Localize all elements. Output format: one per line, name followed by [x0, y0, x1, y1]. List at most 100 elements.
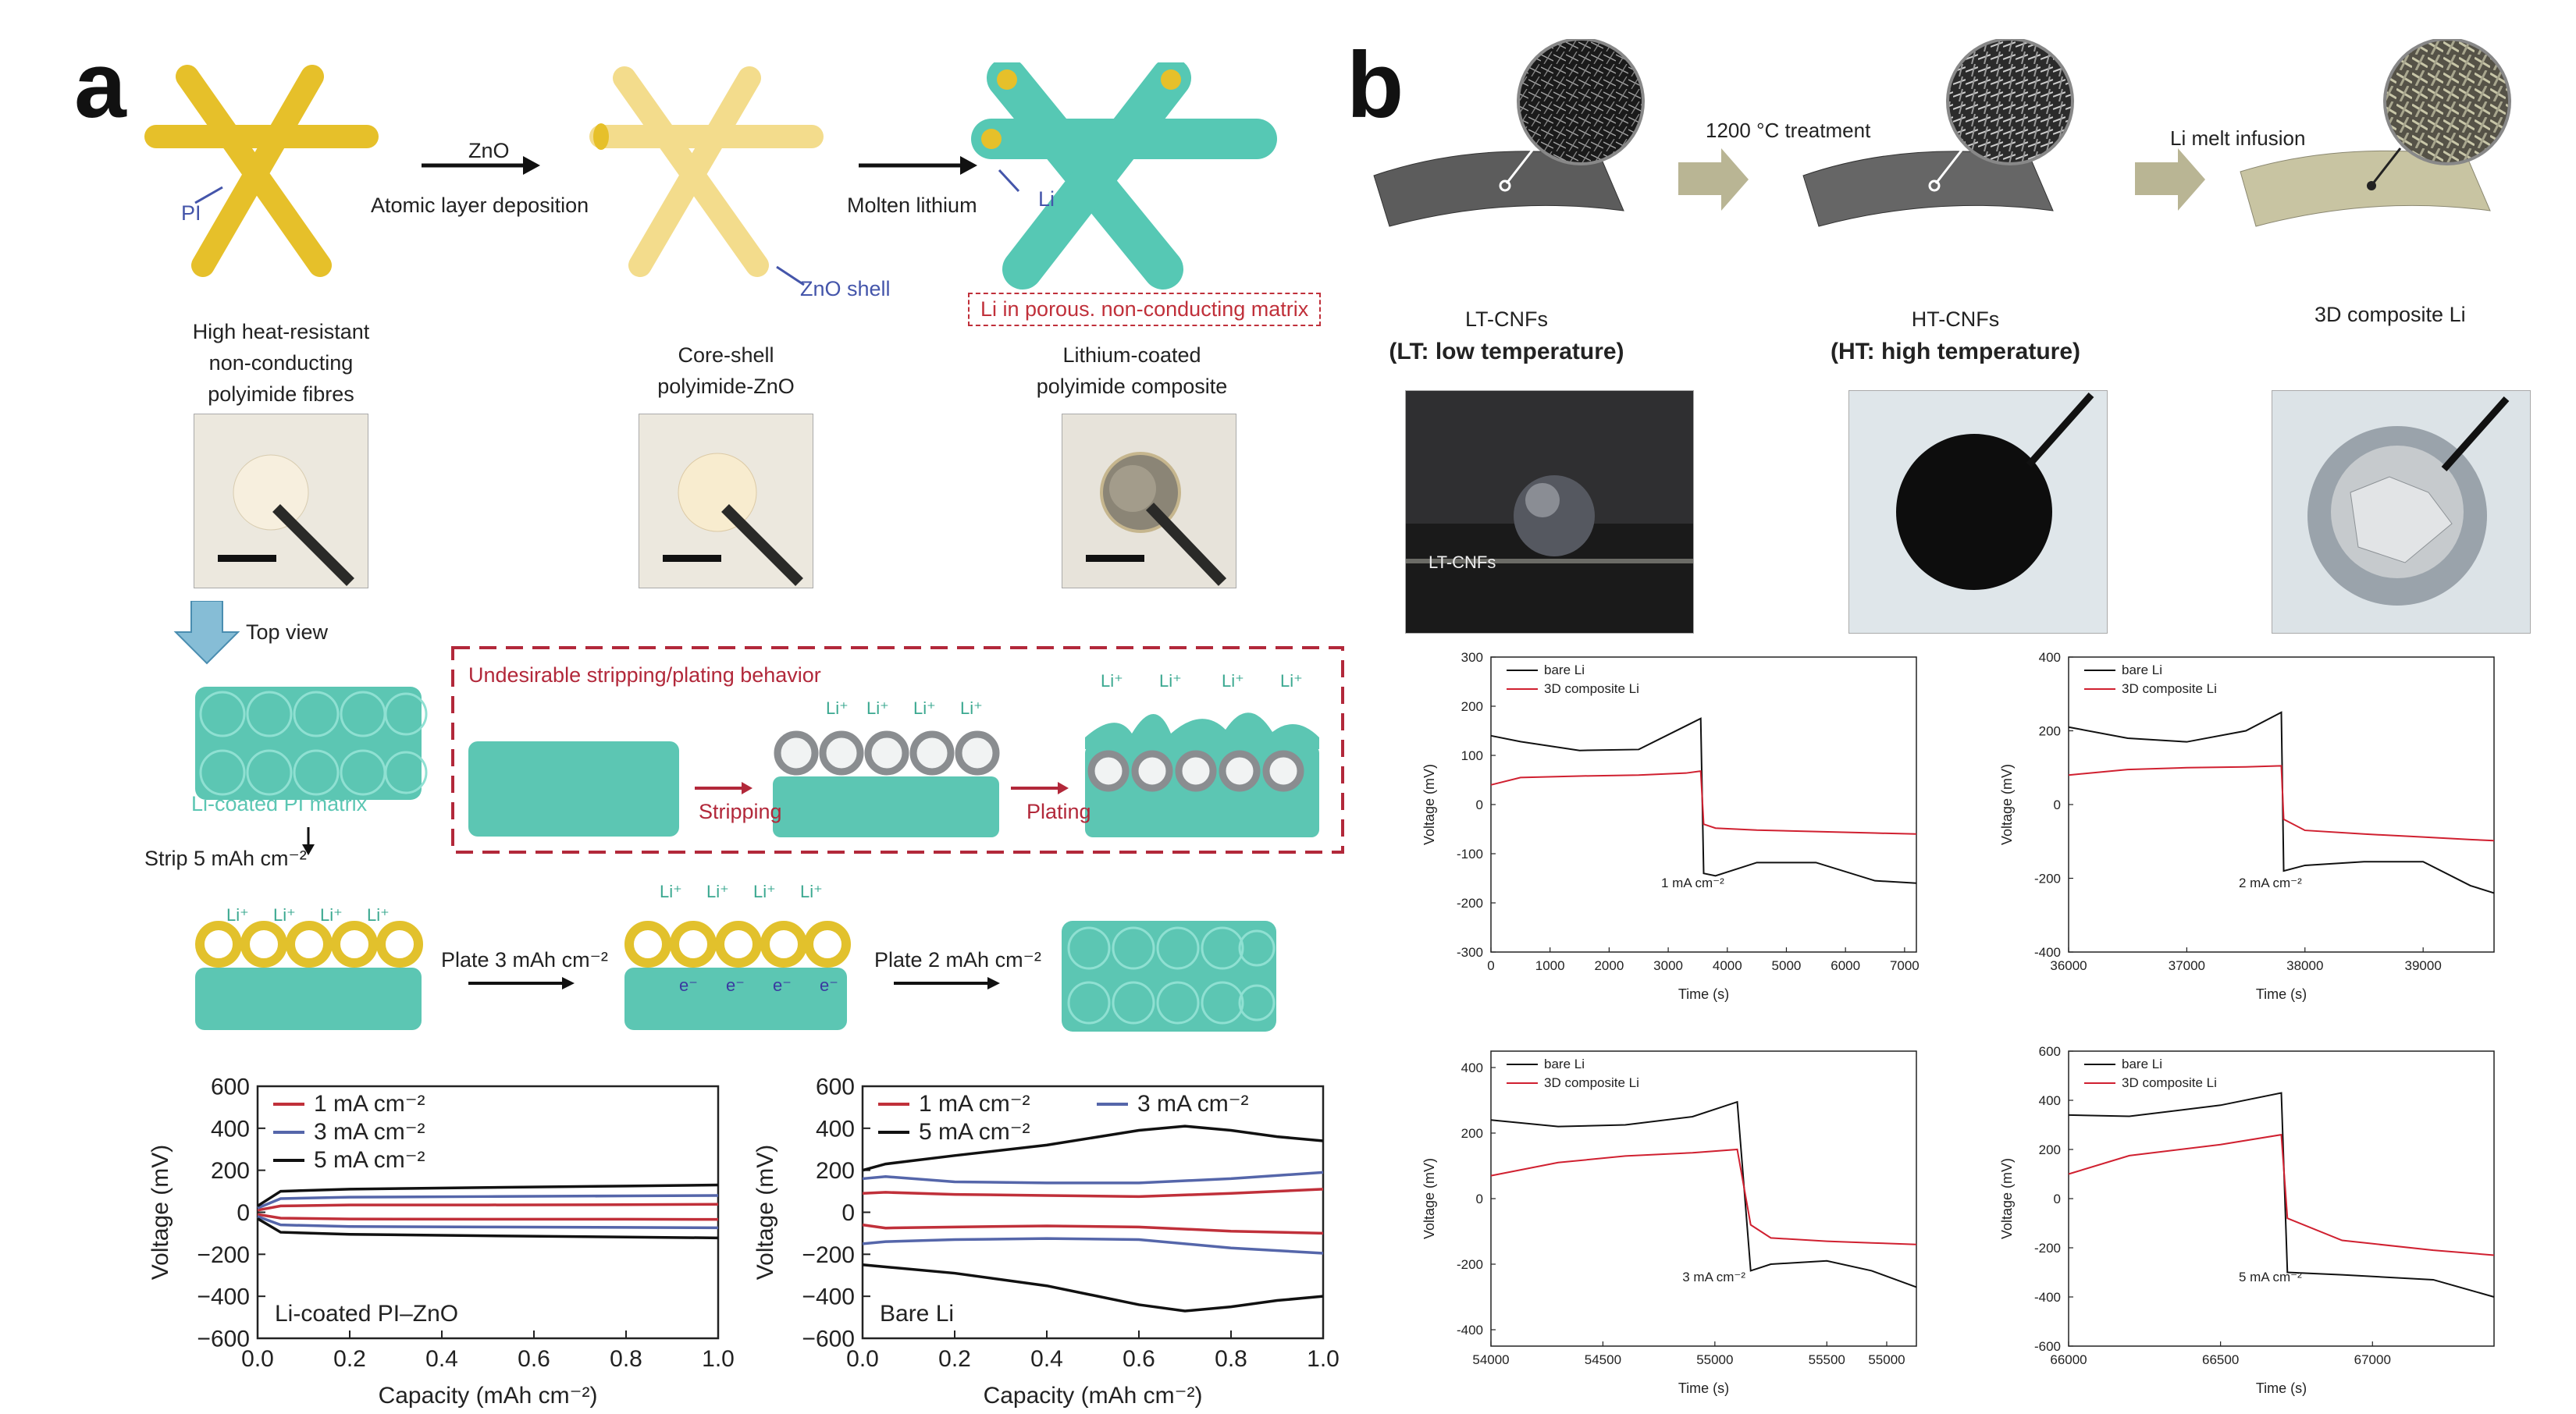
series-line-upper — [257, 1203, 719, 1212]
y-tick-label: -400 — [1457, 1323, 1483, 1338]
y-tick-label: 400 — [211, 1116, 250, 1142]
panel-b-letter: b — [1347, 33, 1404, 137]
series-line-upper — [257, 1194, 719, 1210]
ion-label: Li⁺ — [800, 882, 823, 901]
stage2-label-desc: (HT: high temperature) — [1830, 339, 2080, 364]
x-tick-label: 0.4 — [425, 1346, 458, 1372]
series-line-lower — [862, 1263, 1324, 1313]
electron-label: e⁻ — [773, 975, 792, 995]
ion-label: Li⁺ — [273, 905, 296, 925]
x-tick-label: 67000 — [2354, 1352, 2391, 1367]
x-tick-label: 0.6 — [1123, 1346, 1155, 1372]
series-line-lower — [862, 1223, 1324, 1235]
electron-label: e⁻ — [726, 975, 745, 995]
x-tick-label: 66000 — [2050, 1352, 2087, 1367]
arrow2-label: Li melt infusion — [2170, 126, 2306, 150]
chart-annotation: 3 mA cm⁻² — [1682, 1270, 1745, 1284]
photo-lt-cnfs — [1405, 390, 1694, 634]
electron-label: e⁻ — [679, 975, 698, 995]
caption-2-line-2: polyimide-ZnO — [657, 375, 795, 398]
caption-1-line-2: non-conducting — [208, 351, 354, 375]
legend-label: 5 mA cm⁻² — [314, 1147, 425, 1173]
y-tick-label: -100 — [1457, 847, 1483, 862]
y-tick-label: −200 — [197, 1242, 250, 1268]
x-tick-label: 54000 — [1472, 1352, 1509, 1367]
caption-3-line-2: polyimide composite — [1036, 375, 1228, 398]
y-tick-label: −200 — [802, 1242, 855, 1268]
step1-arrow-top: ZnO — [468, 139, 510, 162]
y-tick-label: 600 — [2039, 1044, 2061, 1059]
legend-label: 5 mA cm⁻² — [919, 1119, 1030, 1145]
plating-label: Plating — [1026, 800, 1091, 823]
x-tick-label: 0.4 — [1030, 1346, 1063, 1372]
ion-label: Li⁺ — [960, 698, 983, 718]
x-axis-label: Capacity (mAh cm⁻²) — [984, 1383, 1203, 1409]
photo-ht-cnfs — [1848, 390, 2108, 634]
legend-label: bare Li — [1544, 663, 1585, 677]
y-tick-label: -300 — [1457, 945, 1483, 960]
caption-3: Lithium-coated polyimide composite — [1007, 339, 1257, 402]
y-tick-label: −400 — [197, 1284, 250, 1310]
y-tick-label: 400 — [2039, 1093, 2061, 1108]
x-tick-label: 55000 — [1696, 1352, 1733, 1367]
series-line — [2068, 711, 2495, 894]
series-line — [1490, 717, 1917, 884]
y-tick-label: -200 — [2034, 871, 2061, 886]
fiber-li-label: Li — [1038, 187, 1055, 211]
y-tick-label: 600 — [816, 1077, 855, 1100]
x-tick-label: 39000 — [2405, 958, 2442, 973]
legend-label: 1 mA cm⁻² — [314, 1091, 425, 1117]
legend-label: bare Li — [1544, 1057, 1585, 1071]
x-tick-label: 38000 — [2286, 958, 2323, 973]
photo-pi-fibres — [194, 414, 368, 588]
li-fibers-icon — [971, 62, 1277, 290]
li-box-label: Li in porous. non-conducting matrix — [968, 293, 1322, 326]
chart-annotation: 2 mA cm⁻² — [2239, 876, 2302, 890]
y-tick-label: −400 — [802, 1284, 855, 1310]
x-tick-label: 54500 — [1585, 1352, 1621, 1367]
y-tick-label: 200 — [816, 1158, 855, 1184]
y-tick-label: 200 — [2039, 723, 2061, 738]
chart-annotation: 1 mA cm⁻² — [1661, 876, 1724, 890]
y-tick-label: −600 — [197, 1327, 250, 1352]
y-tick-label: -600 — [2034, 1339, 2061, 1354]
legend-label: 3 mA cm⁻² — [314, 1119, 425, 1145]
matrix-label: Li-coated PI matrix — [191, 792, 368, 815]
y-tick-label: 400 — [1461, 1060, 1483, 1075]
ion-label: Li⁺ — [226, 905, 249, 925]
series-line-upper — [862, 1171, 1324, 1185]
ion-label: Li⁺ — [913, 698, 936, 718]
step2-arrow-text: Molten lithium — [847, 194, 977, 217]
undesirable-title: Undesirable stripping/plating behavior — [468, 663, 821, 687]
stage2-label-name: HT-CNFs — [1911, 307, 2000, 331]
y-tick-label: -200 — [1457, 896, 1483, 911]
series-line-lower — [257, 1213, 719, 1221]
photo-3d-composite — [2272, 390, 2531, 634]
y-axis-label: Voltage (mV) — [1999, 1158, 2015, 1239]
y-tick-label: 0 — [2054, 798, 2061, 812]
x-tick-label: 0.8 — [610, 1346, 642, 1372]
x-axis-label: Capacity (mAh cm⁻²) — [379, 1383, 598, 1409]
legend-label: 3D composite Li — [2122, 1075, 2217, 1090]
ion-label: Li⁺ — [826, 698, 849, 718]
x-tick-label: 3000 — [1653, 958, 1683, 973]
x-tick-label: 0.8 — [1215, 1346, 1247, 1372]
y-axis-label: Voltage (mV) — [148, 1145, 173, 1280]
x-tick-label: 55000 — [1868, 1352, 1905, 1367]
electron-label: e⁻ — [820, 975, 838, 995]
y-tick-label: 400 — [2039, 650, 2061, 665]
y-tick-label: 400 — [816, 1116, 855, 1142]
x-tick-label: 0.2 — [333, 1346, 366, 1372]
x-tick-label: 2000 — [1594, 958, 1624, 973]
y-tick-label: 0 — [237, 1200, 250, 1226]
series-line — [1490, 1148, 1917, 1245]
x-axis-label: Time (s) — [1678, 1380, 1729, 1396]
legend-label: 1 mA cm⁻² — [919, 1091, 1030, 1117]
series-line-lower — [257, 1217, 719, 1240]
ion-label: Li⁺ — [1159, 671, 1182, 691]
series-line — [2068, 1092, 2495, 1298]
fibers-illustration — [144, 62, 1277, 290]
